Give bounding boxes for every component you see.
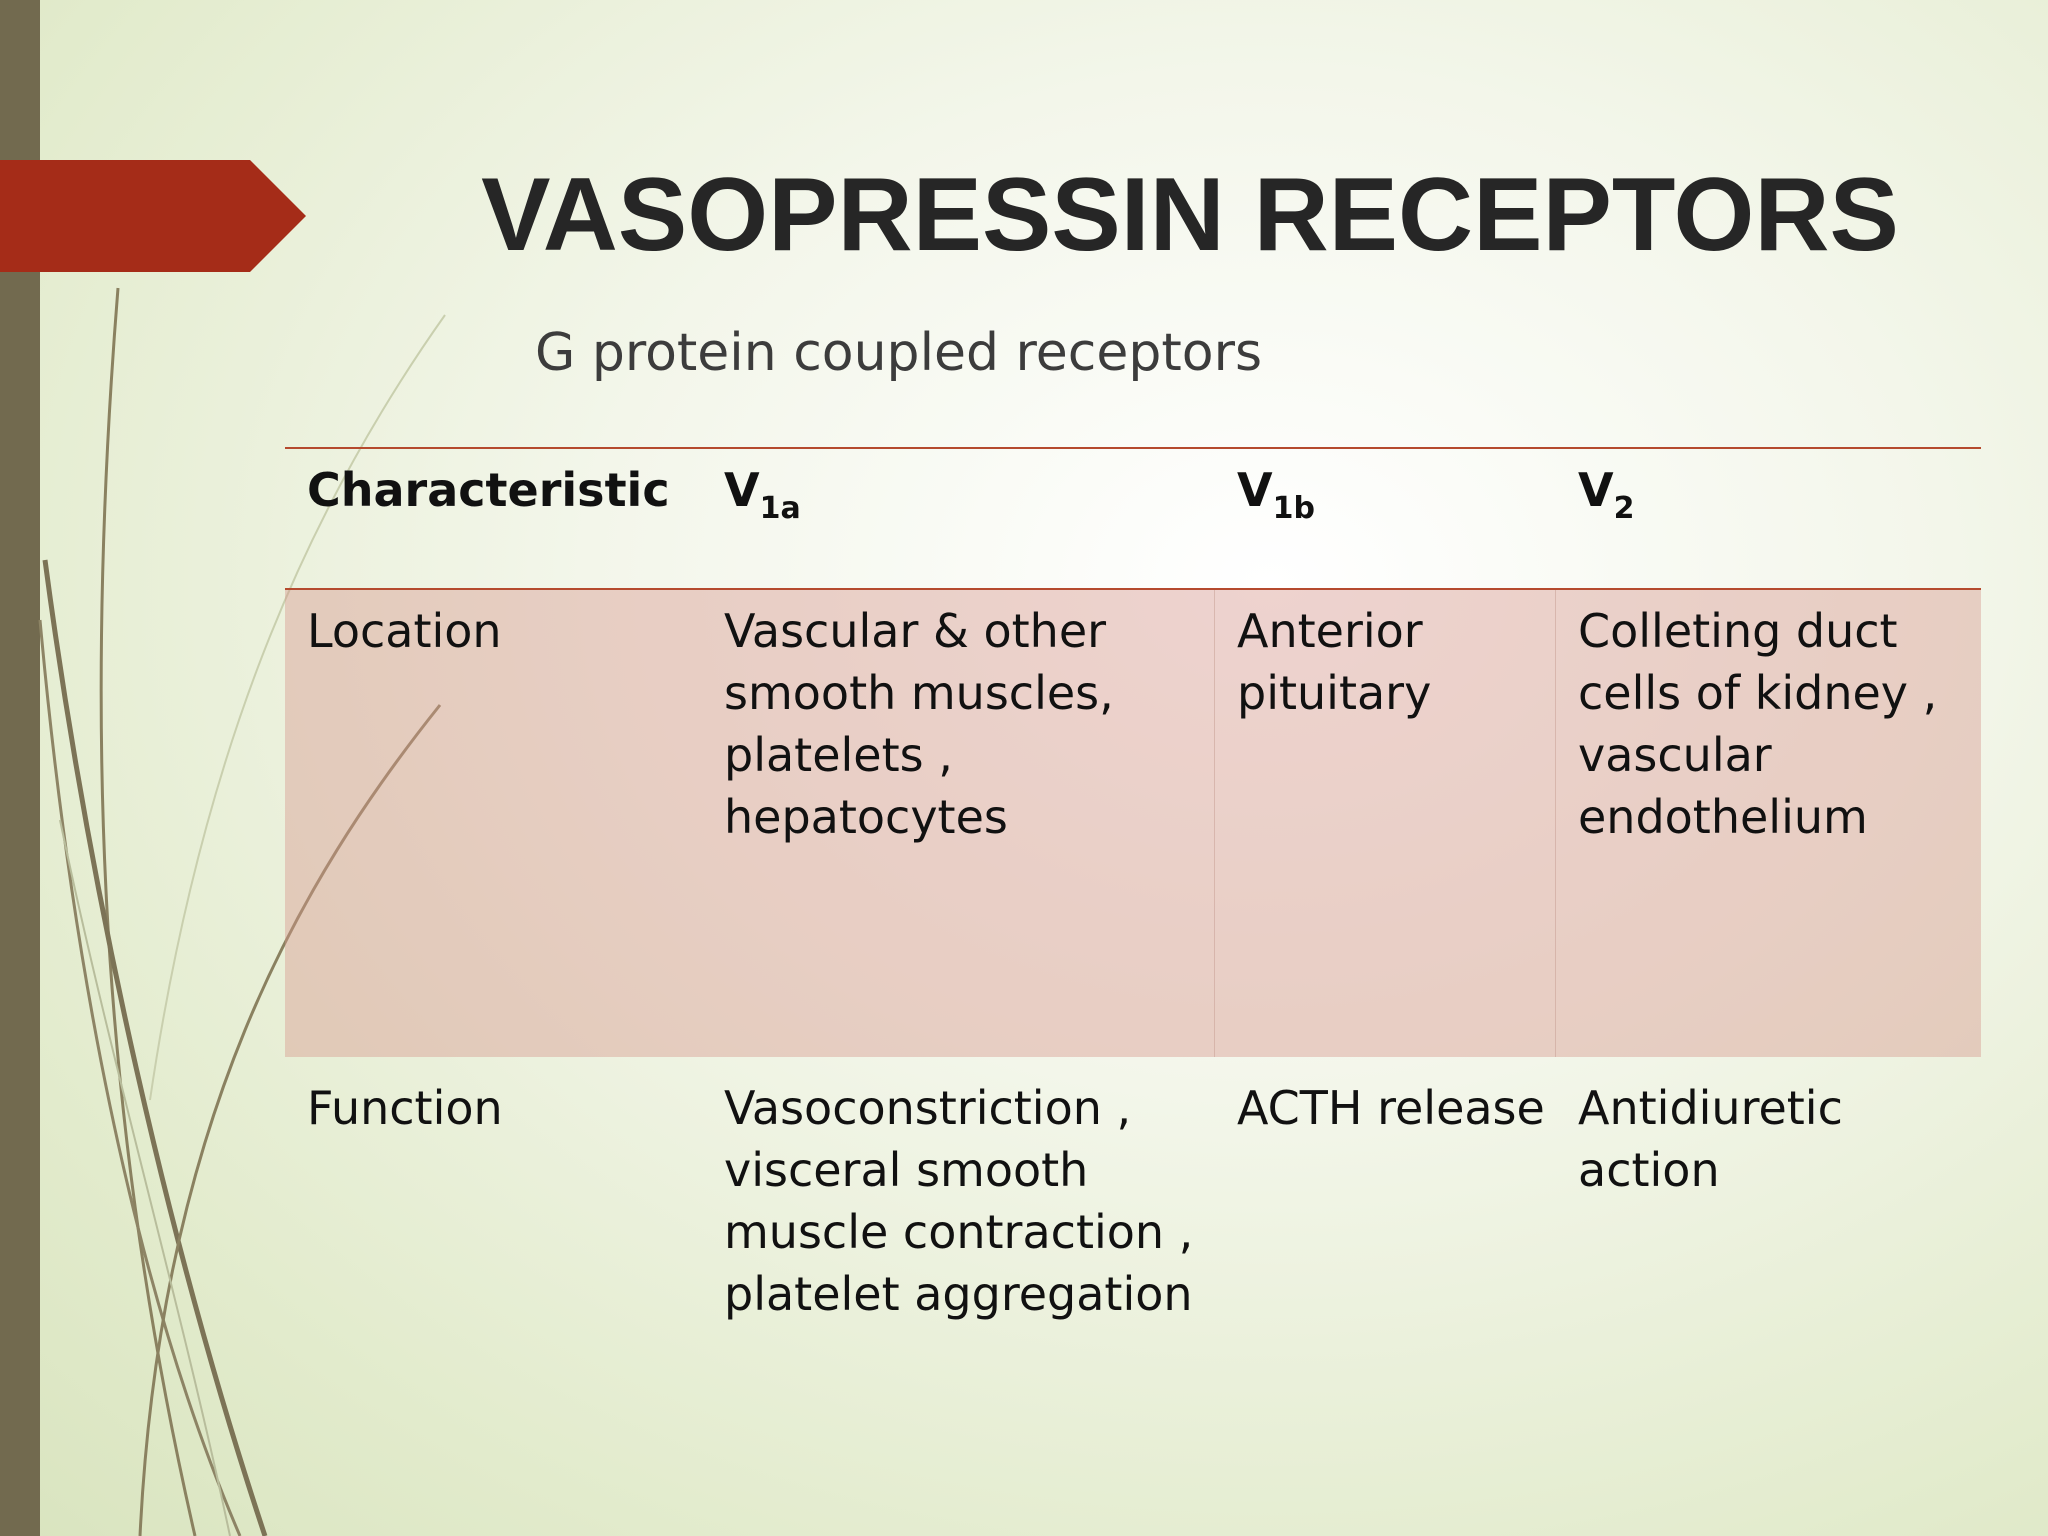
grass-line (38, 619, 242, 1536)
table-cell: Anterior pituitary (1215, 590, 1556, 1057)
header-label: V (1237, 463, 1273, 517)
table-cell: Antidiuretic action (1578, 1081, 1843, 1197)
slide-subtitle: G protein coupled receptors (535, 323, 1263, 383)
header-label: V (724, 463, 760, 517)
table-cell: Colleting duct cells of kidney , vascula… (1578, 604, 1938, 844)
table-row-location: Location Vascular & other smooth muscles… (285, 590, 1981, 1057)
grass-line (59, 819, 231, 1536)
table-cell: ACTH release (1237, 1081, 1545, 1135)
header-characteristic: Characteristic (285, 449, 702, 588)
slide-title: VASOPRESSIN RECEPTORS (481, 157, 1899, 273)
table-cell: Vascular & other smooth muscles, platele… (702, 590, 1215, 1057)
table-row-function: Function Vasoconstriction , visceral smo… (285, 1057, 1981, 1397)
grass-line (149, 314, 446, 1101)
header-subscript: 1a (759, 491, 801, 526)
table-cell: Function (307, 1081, 503, 1135)
header-label: V (1578, 463, 1614, 517)
header-v1a: V1a (702, 449, 1215, 588)
header-label: Characteristic (307, 463, 670, 517)
table-cell: Location (307, 604, 502, 658)
header-subscript: 2 (1613, 491, 1635, 526)
title-arrow-shape (0, 160, 306, 272)
table-header-row: Characteristic V1a V1b V2 (285, 447, 1981, 590)
grass-line (99, 287, 197, 1536)
header-subscript: 1b (1272, 491, 1315, 526)
table-cell: Vasoconstriction , visceral smooth muscl… (724, 1081, 1194, 1321)
header-v2: V2 (1556, 449, 1981, 588)
receptor-table: Characteristic V1a V1b V2 Location Vascu… (285, 447, 1981, 1397)
grass-line (138, 704, 442, 1536)
header-v1b: V1b (1215, 449, 1556, 588)
grass-line (42, 559, 268, 1536)
